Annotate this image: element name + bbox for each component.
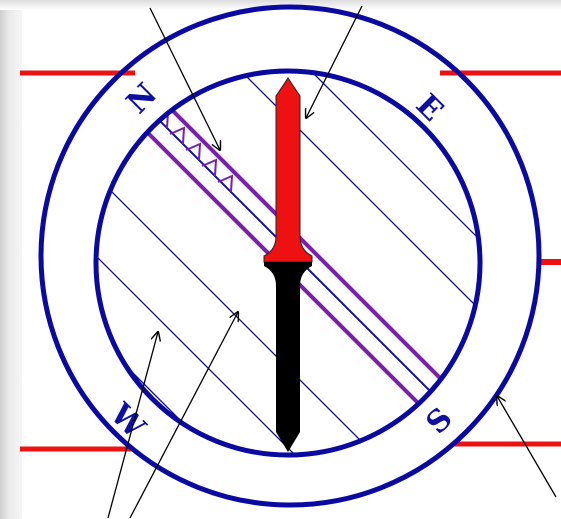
leader-to-hatch-left (107, 332, 158, 519)
needle-south-half (264, 262, 312, 452)
leader-to-chevron (149, 7, 220, 150)
compass-needle-icon (263, 77, 313, 452)
leader-to-needle (306, 5, 363, 118)
label-south: S (419, 401, 459, 441)
leader-to-outer-ring (497, 396, 557, 498)
needle-north-half (263, 77, 313, 263)
leader-lines (107, 5, 557, 519)
outer-ring (38, 4, 542, 508)
scan-edge-shading (0, 0, 22, 519)
label-west: W (102, 396, 152, 446)
hatch-lines (96, 71, 480, 455)
label-north: N (120, 77, 164, 121)
leader-to-hatch-right (129, 312, 238, 519)
inner-ring (93, 68, 483, 458)
